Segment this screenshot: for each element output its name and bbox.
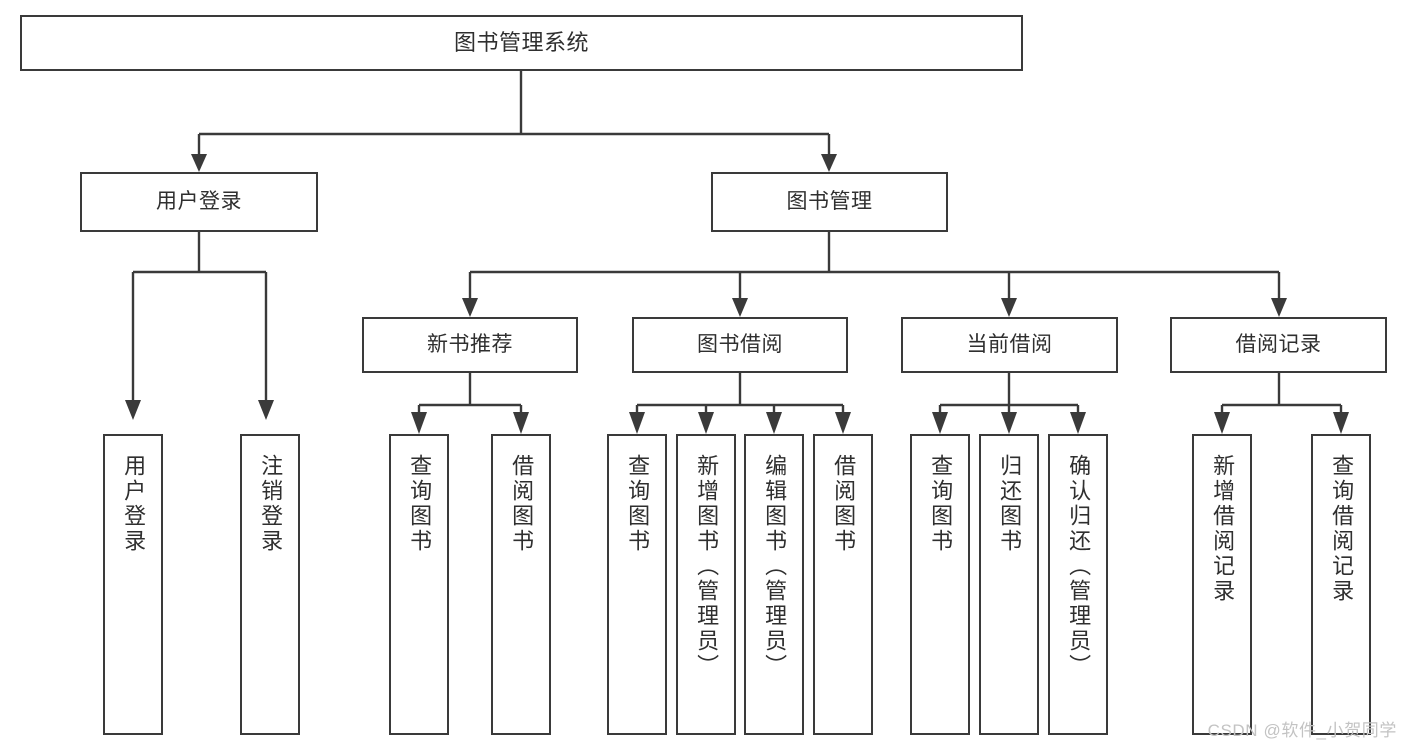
arrow-book-borrow	[732, 298, 748, 317]
arrow-nb-leaf-1	[411, 412, 427, 434]
node-book-management[interactable]: 图书管理	[711, 172, 948, 232]
node-label: 编辑图书（管理员）	[762, 454, 788, 679]
node-label: 用户登录	[121, 454, 147, 554]
node-book-borrow[interactable]: 图书借阅	[632, 317, 848, 373]
node-label: 查询借阅记录	[1329, 454, 1355, 604]
arrow-user-login	[191, 154, 207, 172]
arrow-nb-leaf-2	[513, 412, 529, 434]
leaf-book-borrow-borrow[interactable]: 借阅图书	[813, 434, 873, 735]
node-label: 确认归还（管理员）	[1066, 454, 1092, 679]
node-label: 借阅图书	[509, 454, 535, 554]
node-root-system[interactable]: 图书管理系统	[20, 15, 1023, 71]
arrow-ul-leaf-2	[258, 400, 274, 420]
leaf-user-login-signin[interactable]: 用户登录	[103, 434, 163, 735]
node-new-book-recommend[interactable]: 新书推荐	[362, 317, 578, 373]
arrow-bb-leaf-3	[766, 412, 782, 434]
node-label: 新增图书（管理员）	[694, 454, 720, 679]
arrow-ul-leaf-1	[125, 400, 141, 420]
arrow-current-borrow	[1001, 298, 1017, 317]
leaf-borrow-record-query[interactable]: 查询借阅记录	[1311, 434, 1371, 735]
leaf-book-borrow-edit[interactable]: 编辑图书（管理员）	[744, 434, 804, 735]
arrow-cb-leaf-1	[932, 412, 948, 434]
leaf-current-borrow-query[interactable]: 查询图书	[910, 434, 970, 735]
node-label: 新增借阅记录	[1210, 454, 1236, 604]
arrow-br-leaf-1	[1214, 412, 1230, 434]
leaf-user-login-signout[interactable]: 注销登录	[240, 434, 300, 735]
node-label: 借阅记录	[1235, 333, 1322, 357]
leaf-borrow-record-add[interactable]: 新增借阅记录	[1192, 434, 1252, 735]
node-label: 查询图书	[625, 454, 651, 554]
leaf-book-borrow-query[interactable]: 查询图书	[607, 434, 667, 735]
arrow-book-manage	[821, 154, 837, 172]
node-label: 图书管理	[786, 190, 873, 214]
node-label: 新书推荐	[427, 333, 513, 357]
node-label: 当前借阅	[966, 333, 1053, 357]
leaf-new-book-borrow[interactable]: 借阅图书	[491, 434, 551, 735]
leaf-book-borrow-add[interactable]: 新增图书（管理员）	[676, 434, 736, 735]
arrow-new-book	[462, 298, 478, 317]
arrow-bb-leaf-2	[698, 412, 714, 434]
arrow-cb-leaf-3	[1070, 412, 1086, 434]
arrow-bb-leaf-1	[629, 412, 645, 434]
node-label: 用户登录	[156, 190, 242, 214]
arrow-bb-leaf-4	[835, 412, 851, 434]
node-borrow-record[interactable]: 借阅记录	[1170, 317, 1387, 373]
node-label: 归还图书	[997, 454, 1023, 554]
arrow-borrow-record	[1271, 298, 1287, 317]
node-label: 图书管理系统	[453, 29, 589, 55]
arrow-br-leaf-2	[1333, 412, 1349, 434]
node-label: 借阅图书	[831, 454, 857, 554]
node-label: 查询图书	[928, 454, 954, 554]
node-current-borrow[interactable]: 当前借阅	[901, 317, 1118, 373]
node-label: 查询图书	[407, 454, 433, 554]
leaf-current-borrow-confirm-return[interactable]: 确认归还（管理员）	[1048, 434, 1108, 735]
leaf-new-book-query[interactable]: 查询图书	[389, 434, 449, 735]
node-label: 图书借阅	[697, 333, 783, 357]
leaf-current-borrow-return[interactable]: 归还图书	[979, 434, 1039, 735]
arrow-cb-leaf-2	[1001, 412, 1017, 434]
node-user-login[interactable]: 用户登录	[80, 172, 318, 232]
csdn-watermark: CSDN @软件_小贺同学	[1207, 721, 1397, 740]
node-label: 注销登录	[258, 454, 284, 554]
